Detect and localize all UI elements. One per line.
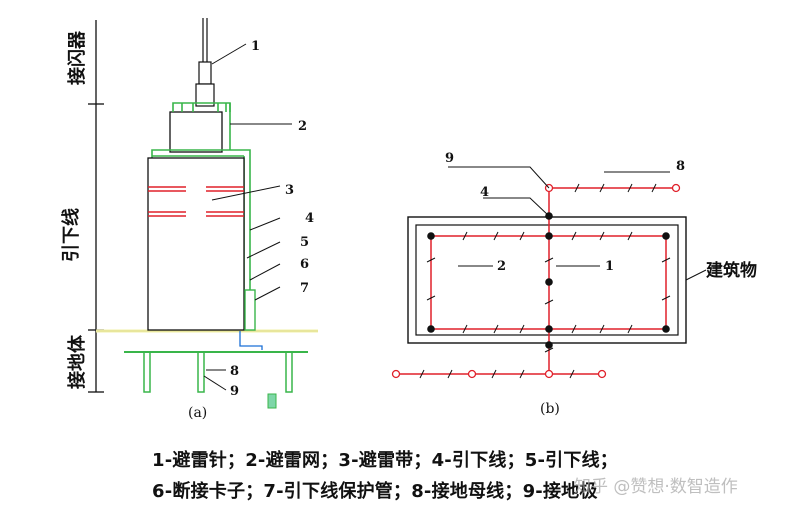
callout-1: 1 [251, 39, 260, 54]
protection-sleeve [244, 289, 256, 331]
mesh-ticks [419, 183, 671, 379]
callout-b-4: 4 [480, 185, 489, 200]
dimension-bar [88, 20, 104, 393]
roof-structure [169, 111, 223, 153]
callout-b-9: 9 [445, 151, 454, 166]
callout-b-8: 8 [676, 159, 685, 174]
building-elevation [147, 157, 245, 331]
label-down-conductor: 引下线 [60, 208, 82, 262]
grounding-electrodes [143, 352, 293, 393]
callout-7: 7 [300, 281, 309, 296]
ground-bond [239, 331, 263, 350]
ground-electrode-circles [391, 183, 681, 379]
air-termination-mesh [151, 102, 251, 330]
electrode-stub [267, 393, 277, 409]
caption-b: (b) [540, 401, 560, 417]
legend-line-2: 6-断接卡子；7-引下线保护管；8-接地母线；9-接地极 [152, 481, 598, 502]
callout-3: 3 [285, 183, 294, 198]
callout-9: 9 [230, 384, 239, 399]
legend-line-1: 1-避雷针；2-避雷网；3-避雷带；4-引下线；5-引下线； [152, 450, 618, 471]
lightning-rod [195, 18, 215, 107]
elevation-view: 1 2 3 4 5 6 7 8 9 (a) [96, 18, 318, 421]
callout-2: 2 [298, 119, 307, 134]
label-grounding-body: 接地体 [66, 334, 88, 389]
building-label: 建筑物 [706, 260, 757, 281]
callout-5: 5 [300, 235, 309, 250]
junction-dots [427, 212, 670, 349]
lightning-belts [148, 186, 244, 217]
callout-4: 4 [305, 211, 314, 226]
plan-view: 9 8 4 2 1 建筑物 (b) [391, 151, 757, 417]
callout-b-2: 2 [497, 259, 506, 274]
callout-6: 6 [300, 257, 309, 272]
leader-lines-a [203, 43, 292, 391]
label-air-terminal: 接闪器 [66, 30, 88, 85]
watermark: 知乎 @赞想·数智造作 [574, 477, 738, 497]
caption-a: (a) [188, 405, 207, 421]
leader-lines-b [448, 166, 707, 281]
callout-b-1: 1 [605, 259, 614, 274]
callout-8: 8 [230, 364, 239, 379]
